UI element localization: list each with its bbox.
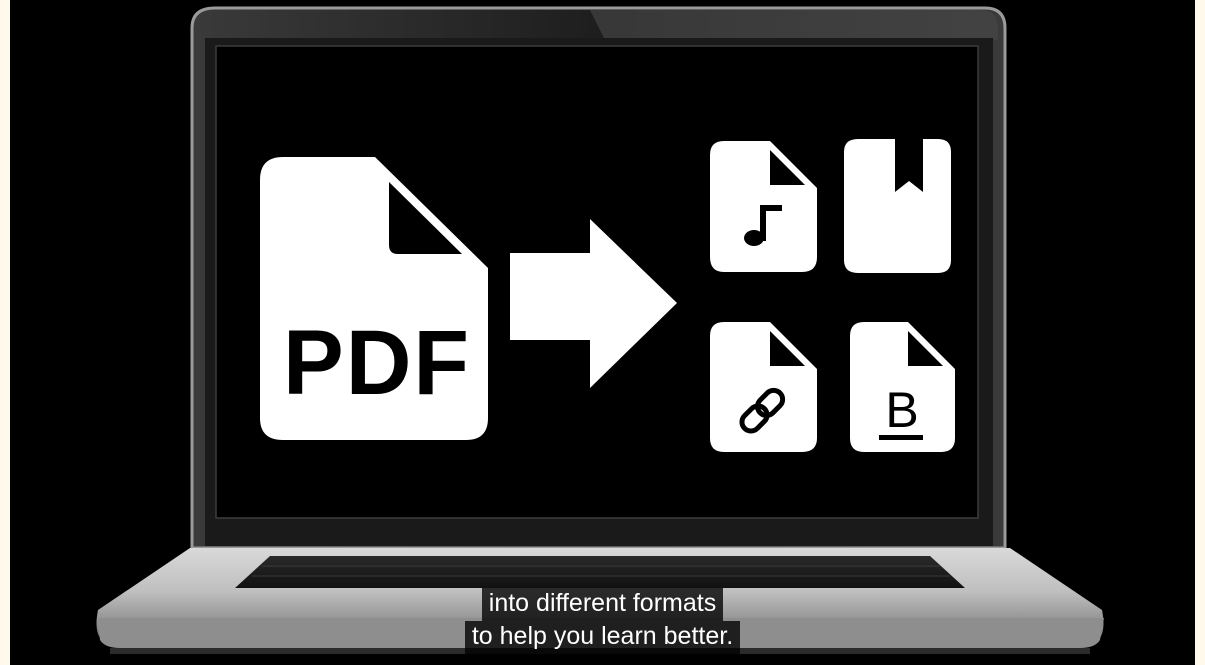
link-file-icon [710,322,817,452]
right-arrow-icon [510,219,677,388]
pdf-file-icon: PDF [260,157,488,440]
bookmark-icon [844,139,951,273]
bold-file-letter: B [885,382,918,438]
subtitle-line-2: to help you learn better. [464,621,741,654]
video-frame: PDF B [10,0,1195,665]
pdf-file-label: PDF [283,312,471,414]
subtitle-line-1: into different formats [481,588,724,621]
bold-text-file-icon: B [850,322,955,452]
subtitle-overlay: into different formats to help you learn… [0,588,1205,654]
laptop-scene: PDF B [96,6,1104,654]
audio-file-icon [710,141,817,272]
